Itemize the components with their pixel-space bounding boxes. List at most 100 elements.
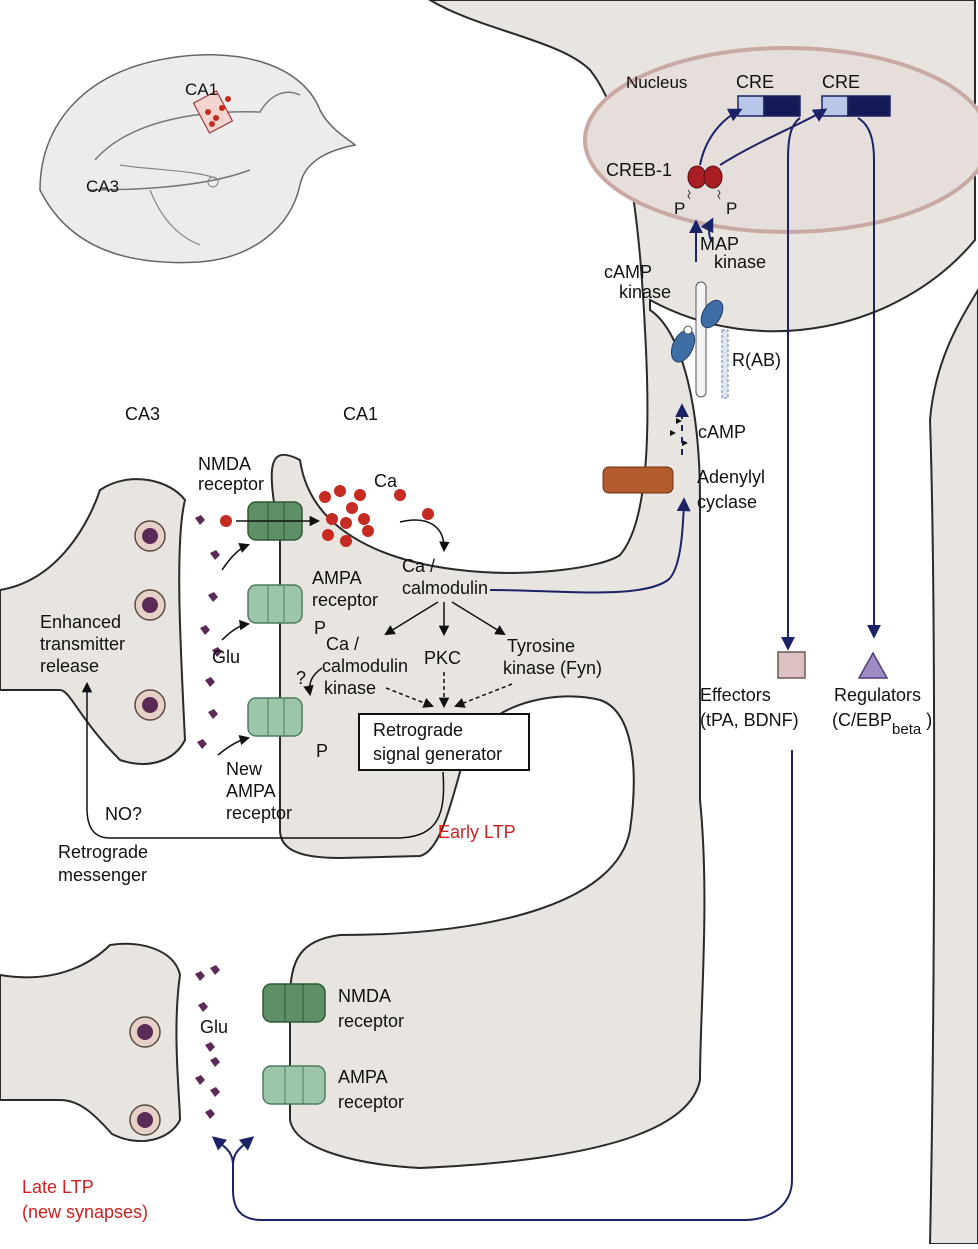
arrow-effectors-to-late-postsynaptic — [232, 1136, 255, 1166]
early-ampa-label-2: receptor — [312, 590, 378, 610]
new-ampa-label-3: receptor — [226, 803, 292, 823]
camk-label-2: calmodulin — [322, 656, 408, 676]
arrow-ca-to-calmodulin — [399, 519, 450, 553]
brain-inset: CA1 CA3 — [39, 54, 357, 264]
late-ltp-label-1: Late LTP — [22, 1177, 94, 1197]
regulators-label-2: (C/EBPbeta ) — [832, 710, 932, 738]
regulators-label-1: Regulators — [834, 685, 921, 705]
arrow-calmodulin-to-adenylyl — [489, 497, 691, 594]
adenylyl-label-2: cyclase — [697, 492, 757, 512]
creb-label: CREB-1 — [606, 160, 672, 180]
new-ampa-label-1: New — [226, 759, 263, 779]
late-ampa-label-2: receptor — [338, 1092, 404, 1112]
nucleus-label: Nucleus — [626, 73, 687, 92]
early-ca-ion-entering — [220, 515, 232, 527]
adenylyl-cyclase — [602, 466, 674, 494]
retro-gen-label-2: signal generator — [373, 744, 502, 764]
cre-right-box — [821, 95, 891, 117]
late-glu-label: Glu — [200, 1017, 228, 1037]
camk-label-1: Ca / — [326, 634, 359, 654]
camp-molecules — [670, 418, 688, 446]
arrow-cre-to-regulators — [857, 117, 881, 639]
new-ampa-receptor — [247, 697, 303, 737]
arrow-glu-to-new-ampa — [217, 734, 251, 756]
effectors-label-2: (tPA, BDNF) — [700, 710, 799, 730]
enhanced-label-2: transmitter — [40, 634, 125, 654]
late-glu-molecules — [195, 965, 220, 1119]
early-glu-molecules — [195, 515, 222, 749]
cre-left-box — [737, 95, 801, 117]
arrow-creb-to-cre-right — [719, 108, 828, 166]
camp-kinase-complex — [670, 281, 729, 399]
creb-p-right: P — [726, 199, 737, 218]
regulators-triangle — [857, 651, 889, 679]
retro-msg-label-2: messenger — [58, 865, 147, 885]
new-ampa-label-2: AMPA — [226, 781, 276, 801]
early-ca1-label: CA1 — [343, 404, 378, 424]
brain-ca1-label: CA1 — [185, 80, 218, 99]
late-ltp-label-2: (new synapses) — [22, 1202, 148, 1222]
camk-label-3: kinase — [324, 678, 376, 698]
late-ampa-receptor — [262, 1065, 326, 1105]
late-ampa-label-1: AMPA — [338, 1067, 388, 1087]
ca-calmodulin-label-2: calmodulin — [402, 578, 488, 598]
late-presynaptic-terminal — [0, 942, 182, 1142]
ca1-dendrite — [270, 0, 976, 1170]
tyrosine-label-2: kinase (Fyn) — [503, 658, 602, 678]
arrow-map-to-p-right — [700, 217, 714, 243]
effectors-label-1: Effectors — [700, 685, 771, 705]
retro-msg-label-1: Retrograde — [58, 842, 148, 862]
arrow-camk-to-retrograde — [385, 687, 434, 708]
retrograde-signal-generator-box — [358, 713, 530, 771]
arrow-tyrosine-to-retrograde — [454, 683, 513, 708]
ca-calmodulin-label-1: Ca / — [402, 556, 435, 576]
creb-p-left: P — [674, 199, 685, 218]
arrow-creb-to-cre-left — [699, 108, 743, 166]
early-vesicles — [134, 520, 166, 721]
arrow-to-camk — [384, 601, 439, 636]
arrow-glu-to-ampa — [221, 619, 251, 641]
arrow-to-tyrosine-kinase — [451, 601, 506, 636]
arrow-glu-to-nmda — [221, 543, 250, 571]
early-calcium-ions — [319, 485, 434, 547]
cre-left-label: CRE — [736, 72, 774, 92]
new-ampa-p: P — [316, 741, 328, 761]
cre-right-label: CRE — [822, 72, 860, 92]
early-nmda-label-1: NMDA — [198, 454, 251, 474]
early-ca3-label: CA3 — [125, 404, 160, 424]
adenylyl-label-1: Adenylyl — [697, 467, 765, 487]
arrow-cre-to-effectors — [781, 117, 801, 651]
pkc-label: PKC — [424, 648, 461, 668]
enhanced-label-1: Enhanced — [40, 612, 121, 632]
camp-kinase-label-1: cAMP — [604, 262, 652, 282]
brain-ca3-label: CA3 — [86, 177, 119, 196]
arrow-camk-to-new-ampa — [303, 667, 323, 697]
arrow-effectors-to-late-synapse — [211, 750, 793, 1221]
creb-dimer — [687, 165, 723, 189]
retro-gen-label-1: Retrograde — [373, 720, 463, 740]
early-ampa-receptor — [247, 584, 303, 624]
early-nmda-label-2: receptor — [198, 474, 264, 494]
dendrite-right-branch — [928, 288, 978, 1245]
tyrosine-label-1: Tyrosine — [507, 636, 575, 656]
arrow-retrograde-messenger — [81, 681, 445, 839]
early-presynaptic-terminal — [0, 478, 187, 765]
early-ampa-label-1: AMPA — [312, 568, 362, 588]
effectors-square — [777, 651, 806, 679]
rab-label: R(AB) — [732, 350, 781, 370]
early-ampa-p: P — [314, 618, 326, 638]
late-nmda-label-2: receptor — [338, 1011, 404, 1031]
late-nmda-receptor — [262, 983, 326, 1023]
camp-kinase-label-2: kinase — [619, 282, 671, 302]
late-nmda-label-1: NMDA — [338, 986, 391, 1006]
question-label: ? — [296, 668, 306, 688]
early-ltp-label: Early LTP — [438, 822, 516, 842]
no-label: NO? — [105, 804, 142, 824]
map-kinase-label-1: MAP — [700, 234, 739, 254]
enhanced-label-3: release — [40, 656, 99, 676]
map-kinase-label-2: kinase — [714, 252, 766, 272]
early-ca-ion-label: Ca — [374, 471, 398, 491]
early-glu-label: Glu — [212, 647, 240, 667]
